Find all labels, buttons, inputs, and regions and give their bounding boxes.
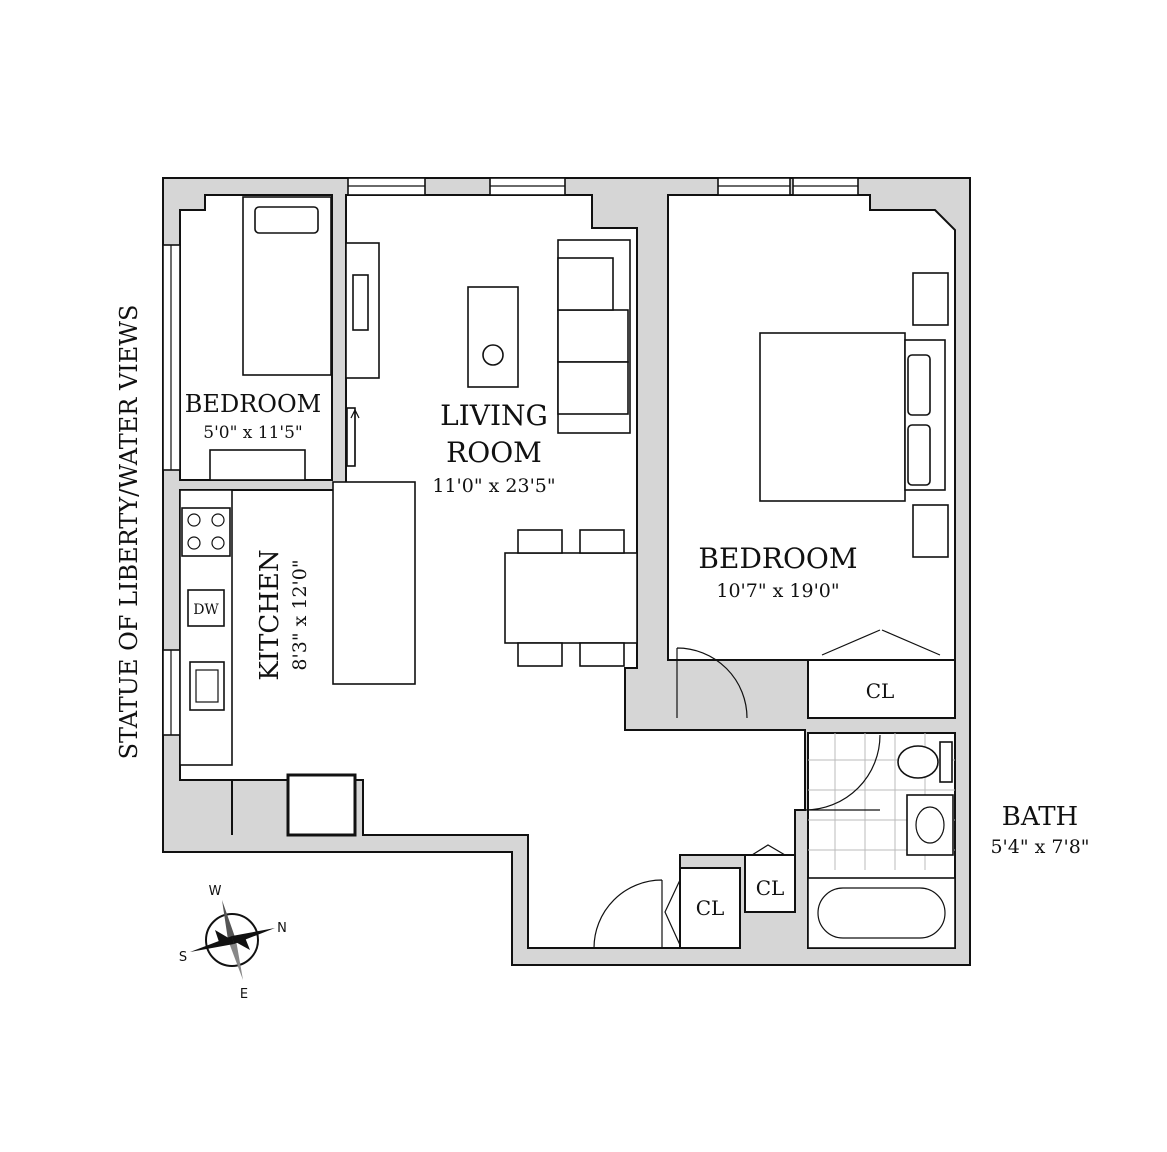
kitchen-name: KITCHEN <box>255 549 285 680</box>
hall-closet-1 <box>679 867 741 949</box>
small-bedroom-size: 5'0" x 11'5" <box>203 423 302 443</box>
bath-vanity <box>906 794 954 856</box>
dishwasher <box>187 589 225 627</box>
kitchen-sink <box>189 661 225 711</box>
bedroom-closet <box>807 659 956 719</box>
doors <box>346 407 941 949</box>
stove <box>181 507 231 557</box>
main-bedroom-size: 10'7" x 19'0" <box>716 580 839 602</box>
bath-size: 5'4" x 7'8" <box>990 836 1089 858</box>
small-bedroom-name: BEDROOM <box>185 390 321 418</box>
furniture <box>179 196 956 949</box>
kitchen-size: 8'3" x 12'0" <box>289 559 311 670</box>
compass-e: E <box>240 987 248 1002</box>
view-label: STATUE OF LIBERTY/WATER VIEWS <box>115 305 143 760</box>
compass-n: N <box>277 921 287 936</box>
nightstand <box>912 272 949 326</box>
fridge <box>286 773 357 837</box>
windows <box>162 177 859 736</box>
kitchen-island <box>332 481 416 685</box>
dining-table <box>504 552 638 644</box>
coffee-table <box>467 286 519 388</box>
toilet <box>897 745 939 779</box>
main-bedroom-name: BEDROOM <box>698 542 857 575</box>
living-room-name-1: LIVING <box>440 399 548 432</box>
compass-rose: W N S E <box>179 884 287 1002</box>
hall-closet-2 <box>744 854 796 913</box>
bedroom-desk <box>209 449 306 481</box>
compass-s: S <box>179 950 187 965</box>
living-room-name-2: ROOM <box>446 436 542 469</box>
hall-closet-label-1: CL <box>696 896 725 920</box>
compass-w: W <box>209 884 222 899</box>
living-room-size: 11'0" x 23'5" <box>432 475 555 497</box>
nightstand <box>912 504 949 558</box>
bath-name: BATH <box>1002 802 1078 832</box>
bed <box>759 332 906 502</box>
hall-closet-label-2: CL <box>756 876 785 900</box>
bedroom-closet-label: CL <box>866 679 895 703</box>
dishwasher-label: DW <box>193 602 219 618</box>
